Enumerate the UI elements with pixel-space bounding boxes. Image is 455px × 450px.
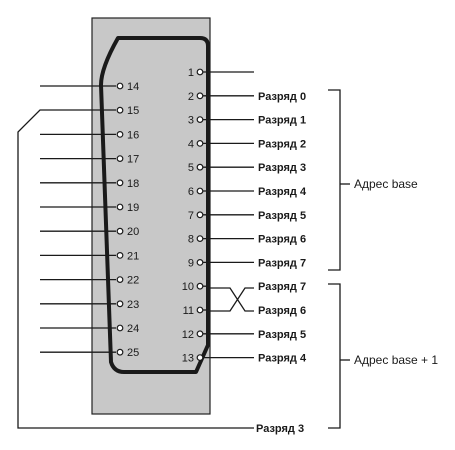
pin-11-number: 11: [183, 305, 194, 317]
pin-24-number: 24: [127, 323, 139, 335]
bit-label-pin9: Разряд 7: [258, 257, 306, 269]
pin-23-number: 23: [127, 299, 139, 311]
bit-label-pin2: Разряд 0: [258, 91, 306, 103]
pin-18-number: 18: [127, 178, 139, 190]
bit-label-pin8: Разряд 6: [258, 234, 306, 246]
pin-7-number: 7: [188, 210, 194, 222]
pin-5-contact: [196, 163, 204, 171]
pin-10-contact: [196, 282, 204, 290]
pin-20-number: 20: [127, 226, 139, 238]
group-label-base: Адрес base: [354, 177, 418, 191]
pin-3-contact: [196, 116, 204, 123]
pin-1-contact: [196, 68, 204, 76]
pin-23-contact: [116, 300, 124, 308]
pin-22-number: 22: [127, 275, 139, 287]
pin-3-number: 3: [188, 115, 194, 127]
pin-25-number: 25: [127, 347, 139, 359]
pin-12-number: 12: [182, 329, 194, 341]
pin-9-number: 9: [188, 257, 194, 269]
pin-5-number: 5: [188, 162, 194, 174]
pin-8-contact: [196, 235, 204, 243]
pin-25-contact: [116, 348, 124, 356]
crossover-wire-b: [208, 287, 254, 312]
bit-label-pin15: Разряд 3: [256, 423, 304, 435]
pin-4-contact: [196, 139, 204, 147]
pin-15-contact: [116, 106, 124, 114]
pin-16-number: 16: [127, 129, 139, 141]
pin-15-number: 15: [127, 105, 139, 117]
pin-21-contact: [116, 251, 124, 259]
pin-17-contact: [116, 155, 124, 163]
pin-21-number: 21: [127, 250, 139, 262]
pin-2-number: 2: [188, 91, 194, 103]
pin-1-number: 1: [188, 67, 194, 79]
bit-label-pin4: Разряд 2: [258, 138, 306, 150]
pin-16-contact: [116, 130, 124, 138]
pin-2-contact: [196, 92, 204, 100]
pin-9-contact: [196, 259, 204, 266]
pin-14-number: 14: [127, 81, 139, 93]
pin-24-contact: [116, 324, 124, 332]
bit-label-pin3: Разряд 1: [258, 115, 306, 127]
pin-10-number: 10: [182, 281, 194, 293]
bit-label-pin10: Разряд 7: [258, 281, 306, 293]
bracket-base-plus-1: [328, 283, 341, 429]
group-label-base-plus-1: Адрес base + 1: [354, 353, 438, 367]
crossover-wire-a: [208, 287, 254, 312]
pin-18-contact: [116, 179, 124, 187]
pin-14-contact: [116, 82, 124, 90]
pin-19-number: 19: [127, 202, 139, 214]
bit-label-pin7: Разряд 5: [258, 210, 306, 222]
pin-11-contact: [196, 306, 204, 314]
pin-17-number: 17: [127, 154, 139, 166]
pin-13-number: 13: [182, 353, 194, 365]
pin-7-contact: [196, 211, 204, 219]
pin-4-number: 4: [188, 138, 194, 150]
bit-label-pin13: Разряд 4: [258, 353, 307, 365]
pin-20-contact: [116, 227, 124, 235]
bit-label-pin11: Разряд 6: [258, 305, 306, 317]
bit-label-pin5: Разряд 3: [258, 162, 306, 174]
pin-13-contact: [196, 354, 204, 362]
bit-label-pin6: Разряд 4: [258, 186, 307, 198]
pin-22-contact: [116, 276, 124, 284]
bit-label-pin12: Разряд 5: [258, 329, 306, 341]
pin-19-contact: [116, 203, 124, 211]
pin-6-contact: [196, 187, 204, 195]
pin-12-contact: [196, 330, 204, 338]
pin-8-number: 8: [188, 234, 194, 246]
pin15-wire: [17, 109, 254, 429]
bracket-base: [328, 89, 341, 271]
pin-6-number: 6: [188, 186, 194, 198]
connector-shell: [99, 36, 210, 374]
